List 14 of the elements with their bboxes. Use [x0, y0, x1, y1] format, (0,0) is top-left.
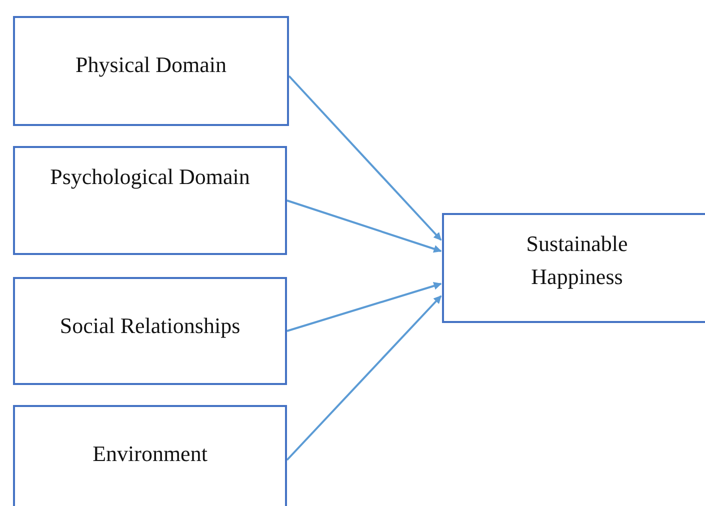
- box: [13, 146, 287, 255]
- box-label: Physical Domain: [76, 51, 226, 79]
- box-label: Environment: [92, 440, 208, 468]
- arrow: [286, 295, 442, 461]
- box: [13, 405, 287, 506]
- box-label: Social Relationships: [60, 312, 240, 340]
- arrow: [286, 282, 442, 332]
- box-label: Sustainable Happiness: [525, 230, 629, 291]
- arrow: [288, 75, 442, 241]
- box-label: Psychological Domain: [50, 163, 250, 191]
- box: [442, 213, 705, 323]
- arrow: [286, 200, 442, 253]
- box: [13, 277, 287, 385]
- box: [13, 16, 289, 126]
